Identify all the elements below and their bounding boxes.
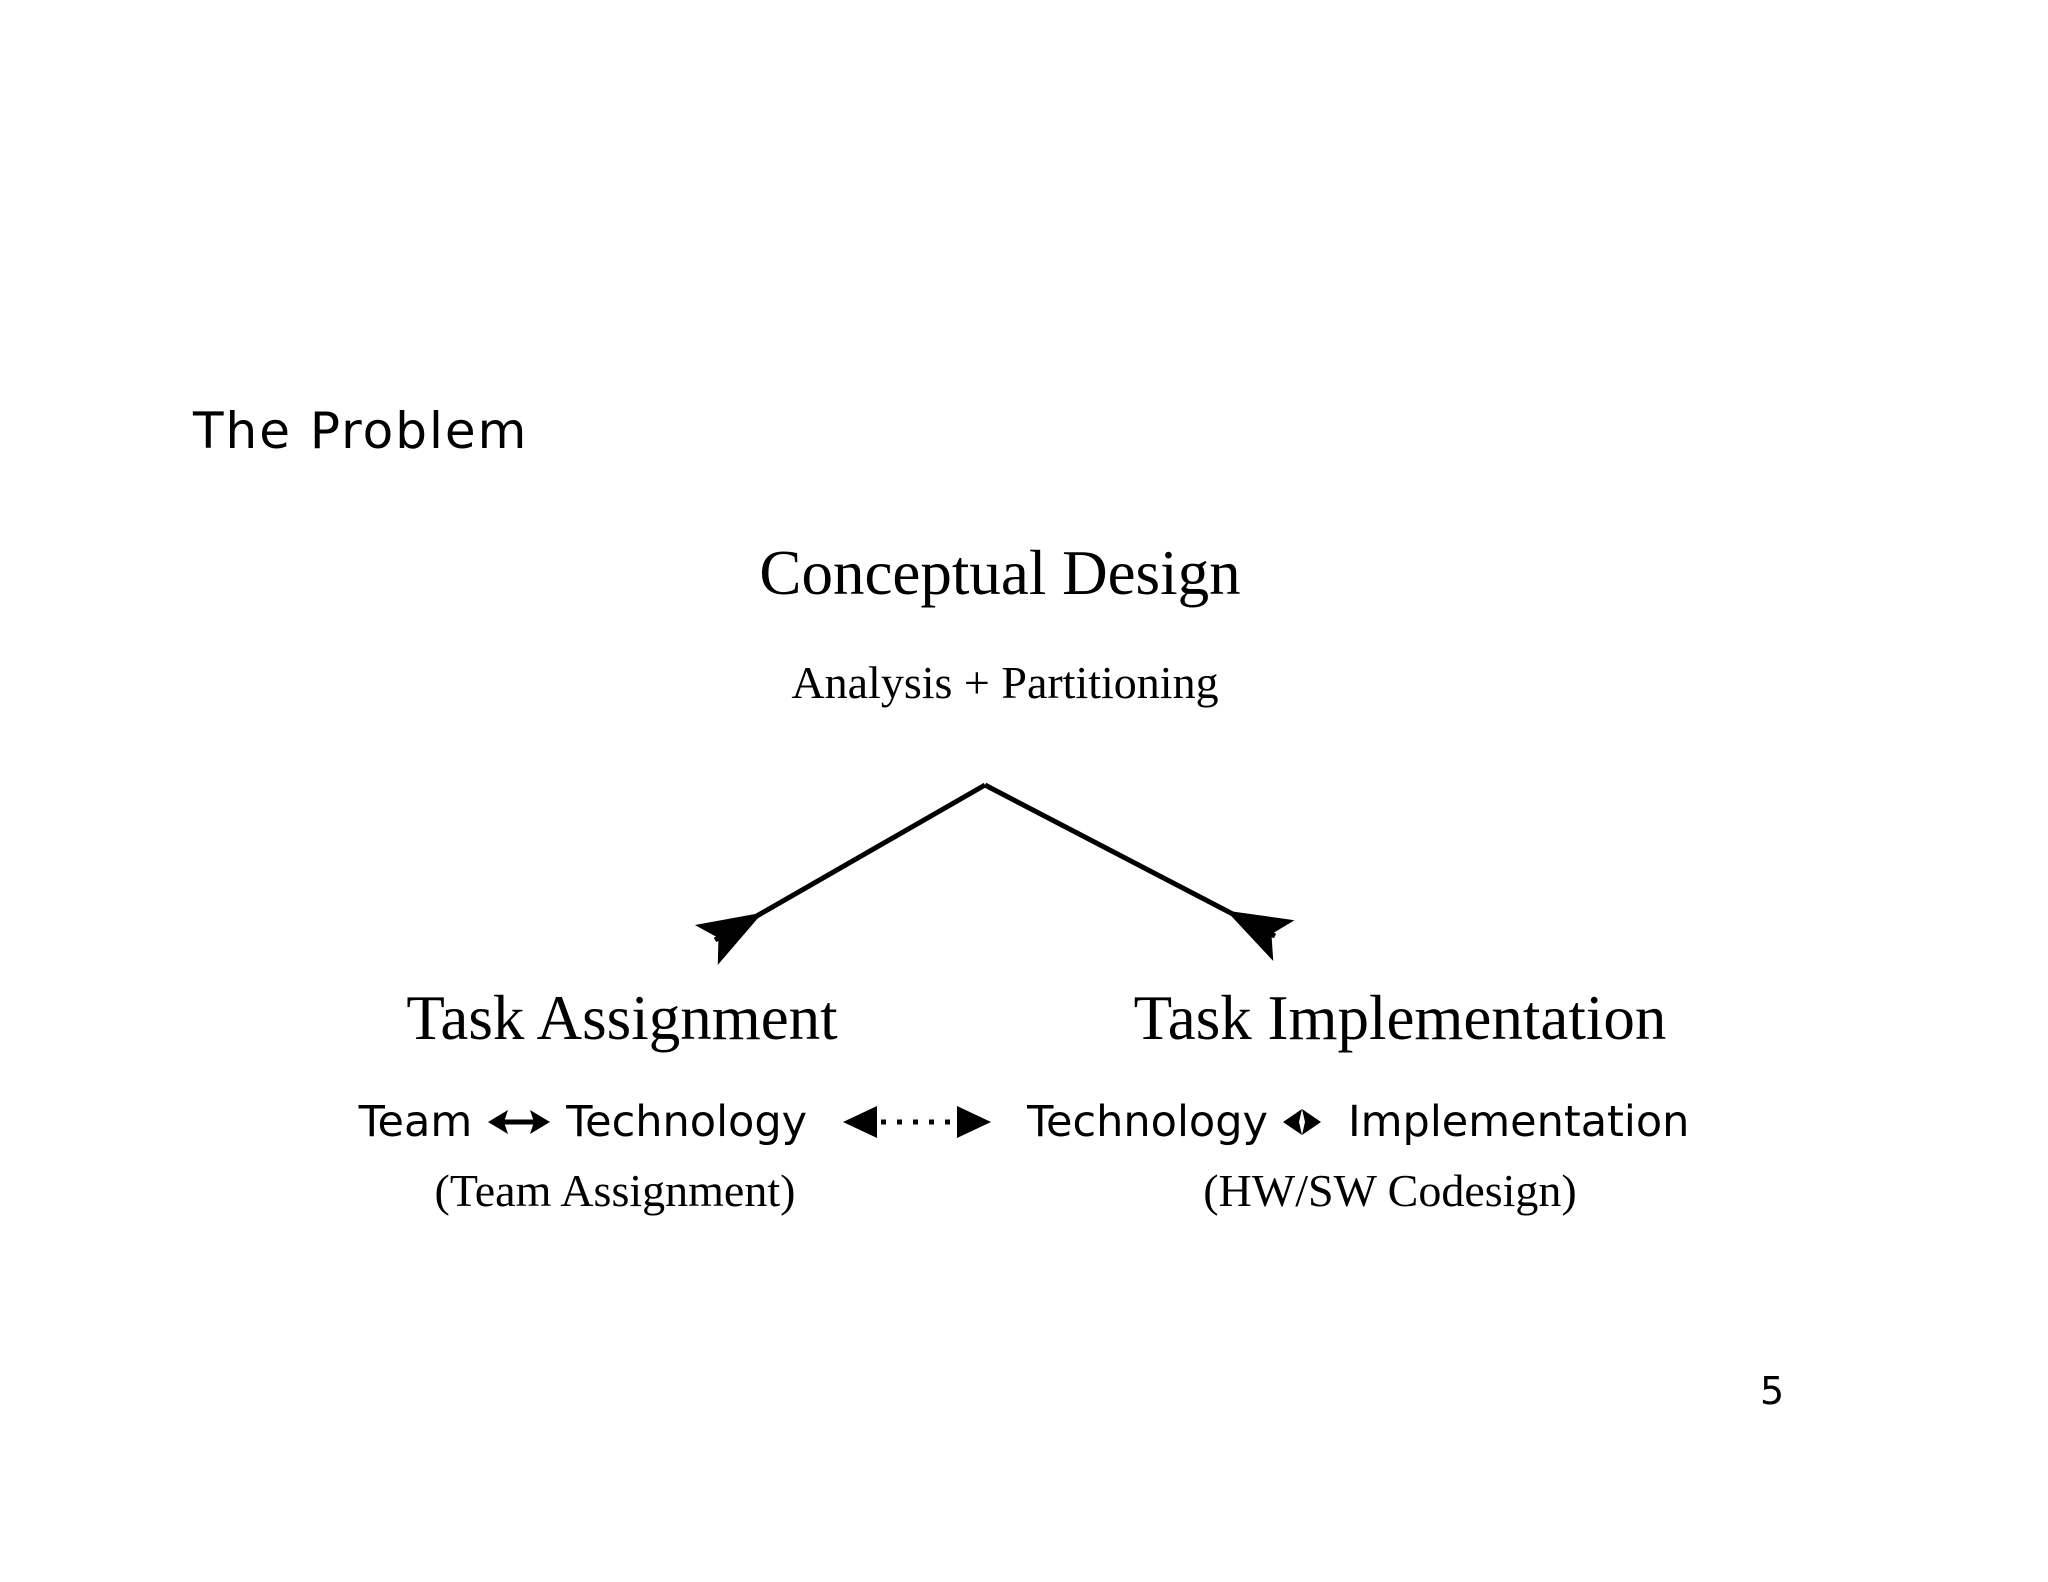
cross-link-dotted-double-arrow-icon <box>841 1104 993 1140</box>
relation-row: Team Technology Technology <box>0 1092 2048 1152</box>
hwsw-codesign-parenthetical: (HW/SW Codesign) <box>1203 1165 1577 1216</box>
team-technology-double-arrow-icon <box>486 1105 552 1139</box>
conceptual-design-subtitle: Analysis + Partitioning <box>791 657 1219 708</box>
page-title: The Problem <box>193 402 529 460</box>
task-implementation-heading: Task Implementation <box>1133 983 1667 1053</box>
technology-implementation-double-arrow-icon <box>1282 1105 1322 1139</box>
implementation-label: Implementation <box>1347 1096 1690 1147</box>
diverging-arrows-group <box>660 760 1340 980</box>
technology-label-left: Technology <box>566 1096 808 1147</box>
conceptual-design-heading: Conceptual Design <box>759 538 1241 608</box>
team-label: Team <box>358 1096 473 1147</box>
task-assignment-heading: Task Assignment <box>406 983 838 1053</box>
team-assignment-parenthetical: (Team Assignment) <box>434 1165 796 1216</box>
arrow-to-task-assignment <box>694 782 987 965</box>
page-number: 5 <box>1760 1369 1785 1413</box>
arrow-to-task-implementation <box>983 782 1295 962</box>
technology-label-right: Technology <box>1027 1096 1268 1147</box>
split-arrows-svg <box>694 782 1295 965</box>
